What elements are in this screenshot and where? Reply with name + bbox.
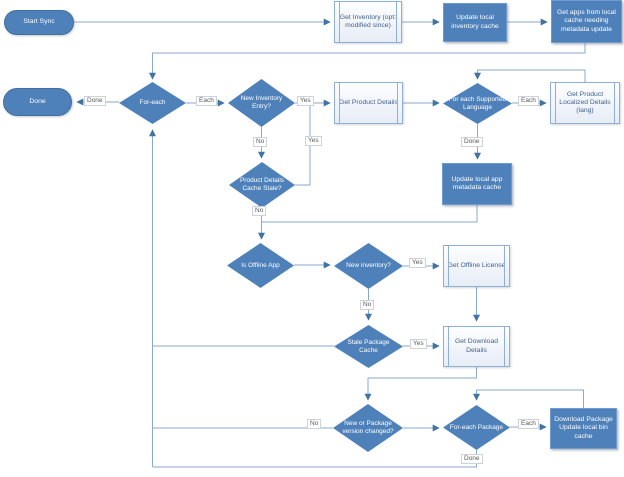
node-label: Stale Package Cache bbox=[347, 338, 390, 354]
edge-fep-done-to-loop bbox=[153, 450, 477, 468]
node-label: Get Inventory (opt: modified since) bbox=[339, 13, 397, 29]
node-get-apps-needing-update[interactable]: Get apps from local cache needing metada… bbox=[551, 0, 622, 43]
node-label: Update local inventory cache bbox=[451, 14, 499, 30]
edge-pdcs-yes-up bbox=[295, 103, 311, 186]
node-label: Start Sync bbox=[23, 18, 55, 26]
node-get-offline-license[interactable]: Get Offline License bbox=[443, 245, 510, 287]
edge-label-no: No bbox=[253, 137, 268, 148]
node-label: Product Details Cache Stale? bbox=[239, 177, 285, 192]
edge-ulamc-to-junction bbox=[261, 205, 478, 223]
node-label: New Inventory Entry? bbox=[240, 95, 283, 110]
node-label: Get apps from local cache needing metada… bbox=[557, 9, 616, 33]
edge-label-no: No bbox=[360, 300, 375, 311]
node-update-local-app-metadata-cache[interactable]: Update local app metadata cache bbox=[442, 163, 512, 205]
node-get-product-details[interactable]: Get Product Details bbox=[334, 82, 403, 124]
node-label: Is Offline App bbox=[241, 261, 280, 269]
node-label: New or Package version changed? bbox=[342, 420, 394, 435]
edge-label-no: No bbox=[252, 206, 267, 217]
edge-label-no: No bbox=[307, 419, 322, 430]
node-get-product-localized-details[interactable]: Get Product Localized Details (lang) bbox=[550, 82, 620, 124]
node-download-package[interactable]: Download Package Update local bin cache bbox=[550, 408, 617, 449]
node-label: Download Package Update local bin cache bbox=[554, 416, 613, 440]
node-label: For-each bbox=[139, 99, 166, 107]
edge-label-yes: Yes bbox=[297, 96, 314, 107]
edge-label-yes: Yes bbox=[410, 339, 427, 350]
edge-get-apps-to-for-each bbox=[149, 43, 586, 80]
node-label: Update local app metadata cache bbox=[451, 175, 503, 191]
node-update-local-inventory-cache[interactable]: Update local inventory cache bbox=[443, 3, 507, 42]
edge-label-yes: Yes bbox=[409, 258, 426, 269]
edge-label-each: Each bbox=[196, 96, 217, 107]
node-get-download-details[interactable]: Get Download Details bbox=[443, 326, 510, 367]
node-label: New inventory? bbox=[346, 262, 391, 270]
node-label: Get Product Details bbox=[339, 98, 398, 106]
node-label: Get Offline License bbox=[447, 261, 506, 269]
node-start-sync[interactable]: Start Sync bbox=[4, 10, 74, 35]
edge-gpld-loop-to-fesl bbox=[474, 69, 586, 82]
edge-label-done: Done bbox=[461, 454, 483, 465]
node-get-inventory[interactable]: Get Inventory (opt: modified since) bbox=[334, 1, 402, 43]
edge-label-yes: Yes bbox=[305, 136, 322, 147]
edge-label-done: Done bbox=[461, 137, 483, 148]
node-label: For-each Package bbox=[449, 423, 504, 431]
edge-dp-loop-to-fep bbox=[473, 389, 584, 408]
edge-label-each: Each bbox=[518, 419, 539, 430]
node-done[interactable]: Done bbox=[3, 88, 72, 116]
edge-gdd-to-npvc bbox=[364, 367, 477, 401]
node-label: Get Download Details bbox=[454, 338, 499, 354]
edge-label-each: Each bbox=[518, 96, 539, 107]
node-label: Done bbox=[29, 97, 46, 105]
node-label: Get Product Localized Details (lang) bbox=[559, 90, 611, 114]
node-label: For each Supported Language bbox=[448, 95, 507, 111]
edge-label-done: Done bbox=[84, 96, 106, 107]
